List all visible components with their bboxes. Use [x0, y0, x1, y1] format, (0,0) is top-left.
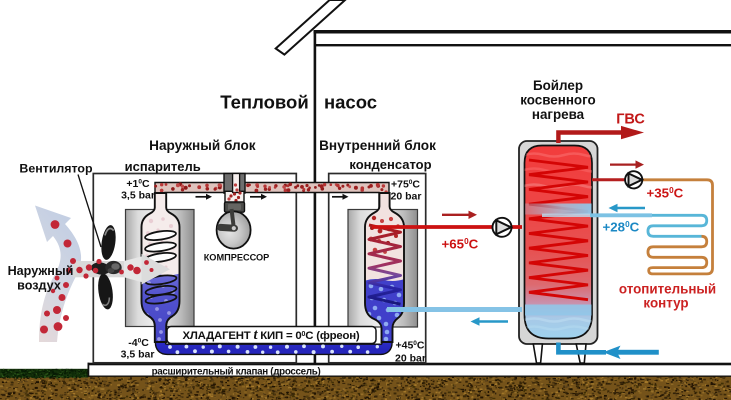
svg-text:3,5 bar: 3,5 bar [121, 349, 155, 361]
svg-text:косвенного: косвенного [520, 93, 595, 108]
svg-text:нагрева: нагрева [532, 107, 585, 122]
svg-text:конденсатор: конденсатор [349, 157, 431, 172]
svg-text:+10C: +10C [126, 178, 150, 190]
svg-text:-40C: -40C [128, 337, 149, 349]
svg-text:ГВС: ГВС [616, 112, 645, 128]
svg-text:+750C: +750C [391, 179, 420, 191]
svg-text:20 bar: 20 bar [391, 191, 422, 203]
svg-text:ХЛАДАГЕНТ t КИП = 00С (фреон): ХЛАДАГЕНТ t КИП = 00С (фреон) [182, 327, 359, 343]
svg-text:КОМПРЕССОР: КОМПРЕССОР [204, 253, 270, 263]
svg-text:+280С: +280С [603, 220, 640, 235]
svg-text:+450C: +450C [395, 340, 424, 352]
svg-text:+650С: +650С [442, 237, 479, 252]
svg-text:расширительный клапан (дроссел: расширительный клапан (дроссель) [152, 367, 321, 378]
svg-text:Наружный: Наружный [8, 264, 74, 278]
svg-text:3,5 bar: 3,5 bar [121, 189, 155, 201]
svg-text:Бойлер: Бойлер [533, 78, 583, 93]
svg-text:испаритель: испаритель [125, 159, 201, 174]
svg-text:Тепловой: Тепловой [220, 92, 308, 113]
svg-text:отопительный: отопительный [619, 282, 716, 297]
svg-text:насос: насос [324, 92, 377, 113]
svg-text:воздух: воздух [17, 279, 61, 293]
svg-text:+350С: +350С [647, 186, 684, 201]
svg-text:Внутренний блок: Внутренний блок [319, 138, 436, 153]
svg-text:20 bar: 20 bar [395, 353, 426, 365]
svg-text:Вентилятор: Вентилятор [19, 162, 93, 176]
svg-text:контур: контур [643, 296, 688, 311]
svg-text:Наружный блок: Наружный блок [149, 138, 256, 153]
